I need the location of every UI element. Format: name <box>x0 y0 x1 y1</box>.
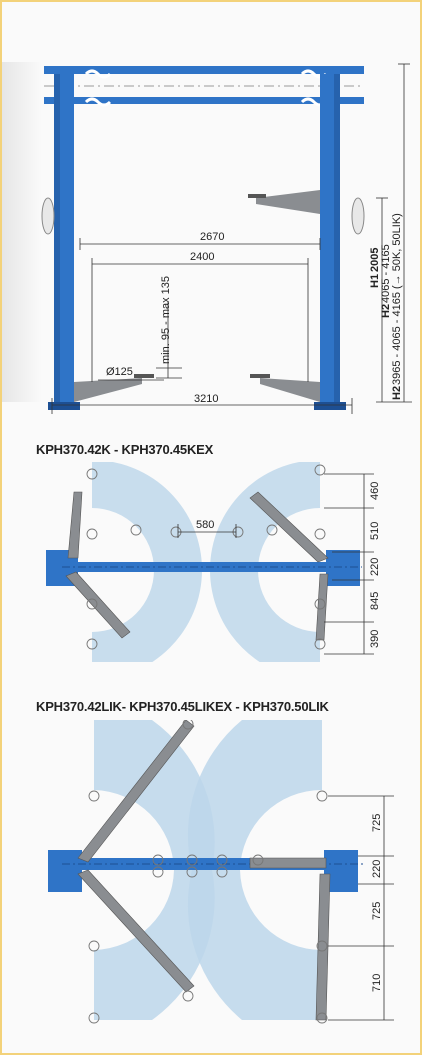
right-base <box>314 402 346 410</box>
dim-k-3: 220 <box>369 558 381 576</box>
arm-lik-right-down <box>315 873 331 1021</box>
h2a-value: 4065 - 4165 <box>380 244 392 303</box>
right-lower-arm <box>260 378 320 402</box>
dim-lik-2: 220 <box>371 860 383 878</box>
dim-diameter: Ø125 <box>106 366 133 378</box>
arm-left-up <box>67 491 83 559</box>
dim-580: 580 <box>196 519 214 531</box>
right-motor <box>351 197 365 235</box>
dim-2400: 2400 <box>190 251 214 263</box>
h1-value: 2005 <box>369 248 381 272</box>
arm-lik-left-up <box>77 720 195 863</box>
dim-lik-3: 725 <box>371 902 383 920</box>
h2a-label: H2 <box>380 304 392 318</box>
arm-lik-left-down <box>77 869 195 993</box>
break-marks <box>84 69 328 107</box>
zone-left-lik <box>94 720 215 1020</box>
background-shade <box>2 62 42 402</box>
zone-right <box>210 462 320 662</box>
dim-min-max: min. 95 - max 135 <box>160 276 172 364</box>
h2b-value: 3965 - 4065 - 4165 (→ 50K, 50LIK) <box>391 213 403 385</box>
dim-3210: 3210 <box>194 393 218 405</box>
zone-right-lik <box>187 720 322 1020</box>
dim-k-1: 460 <box>369 482 381 500</box>
arm-right-up <box>249 491 329 563</box>
section-lik-drawing: 725 220 725 710 <box>48 720 394 1024</box>
left-base <box>48 402 80 410</box>
h2b-label: H2 <box>391 386 403 400</box>
arm-lik-right-up <box>249 857 327 869</box>
left-motor <box>41 197 55 235</box>
front-view-drawing: 2670 2400 3210 Ø125 min. 95 - max 135 H1… <box>41 63 412 414</box>
dim-k-2: 510 <box>369 522 381 540</box>
h1-label: H1 <box>369 274 381 288</box>
left-post-lik <box>48 850 82 892</box>
dim-lik-4: 710 <box>371 974 383 992</box>
section-lik-title: KPH370.42LIK- KPH370.45LIKEX - KPH370.50… <box>36 699 329 714</box>
arm-right-down <box>315 573 329 641</box>
left-lower-arm <box>74 378 142 402</box>
dim-k-4: 845 <box>369 592 381 610</box>
arm-left-down <box>65 571 131 639</box>
section-k-drawing: 580 460 510 220 845 390 <box>46 462 381 662</box>
dim-2670: 2670 <box>200 231 224 243</box>
dim-k-5: 390 <box>369 630 381 648</box>
zone-left <box>92 462 202 662</box>
dim-lik-1: 725 <box>371 814 383 832</box>
top-beam <box>44 66 364 74</box>
section-k-title: KPH370.42K - KPH370.45KEX <box>36 442 214 457</box>
right-raised-arm <box>256 190 320 214</box>
top-beam-lower <box>44 97 364 104</box>
